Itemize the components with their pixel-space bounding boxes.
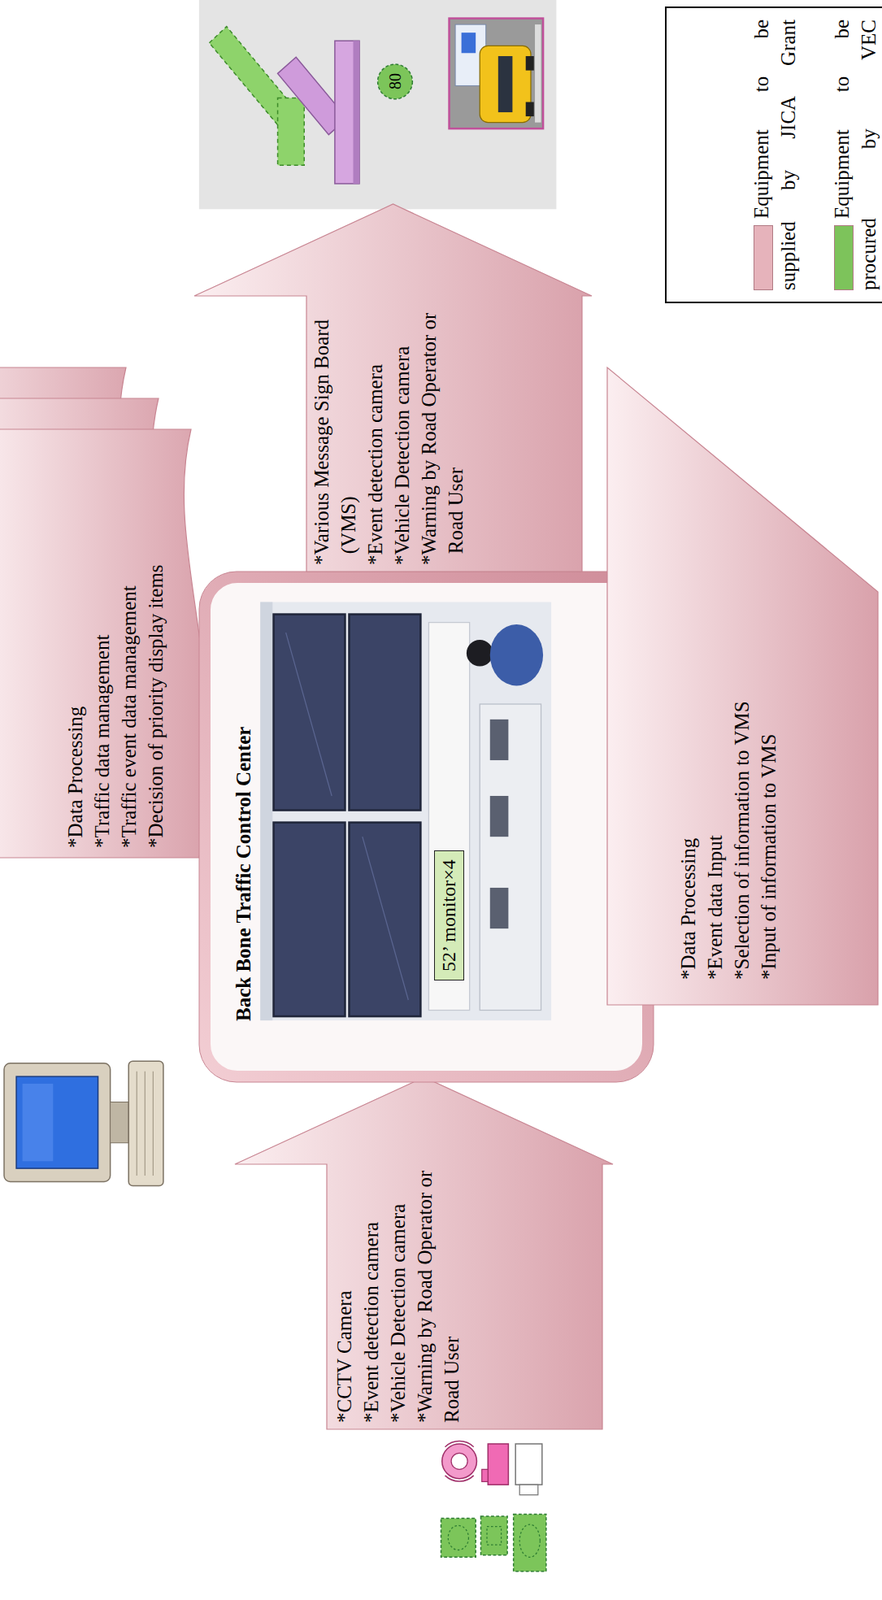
vms-illustration <box>199 0 557 209</box>
control-room-photo-part <box>348 614 421 811</box>
camera-icons-part <box>519 1524 540 1557</box>
control-room-photo <box>208 581 644 1071</box>
camera-icons-part <box>445 1441 474 1447</box>
camera-icons-part <box>445 1475 474 1482</box>
vms-illustration-part <box>199 0 557 209</box>
bullet-text: *Warning by Road Operator or Road User <box>415 276 470 565</box>
stacked-callout: *Data Processing*Traffic data management… <box>0 367 224 858</box>
control-room-photo-part <box>428 622 470 1011</box>
legend-swatch <box>834 225 854 291</box>
computer-icon-part <box>22 1083 54 1161</box>
camera-icons-part <box>487 1443 509 1485</box>
camera-icons-part <box>442 1443 478 1479</box>
bullet-text: *Various Message Sign Board (VMS) <box>308 276 362 565</box>
node-title: Back Bone Traffic Control Center <box>230 598 257 1022</box>
bullet-text: *Data Processing <box>674 597 702 980</box>
control-center-frame-outline <box>199 571 654 1082</box>
text-area: *Various Message Sign Board (VMS)*Event … <box>308 276 470 565</box>
control-room-photo-part <box>286 632 333 796</box>
monitor-label: 52’ monitor×4 <box>434 850 465 981</box>
block-arrow: *Various Message Sign Board (VMS)*Event … <box>194 204 592 572</box>
control-room-photo-part <box>490 624 544 686</box>
speed-limit-value: 80 <box>382 65 409 98</box>
bullet-text: *Traffic event data management <box>115 425 143 848</box>
control-room-photo-part <box>479 703 541 1011</box>
bullet-text: *Decision of priority display items <box>142 425 170 848</box>
control-room-photo-part <box>260 602 552 1022</box>
control-room-photo-part <box>273 614 346 811</box>
bullet-text: *Vehicle Detection camera <box>384 1129 412 1423</box>
bullet-text: *Event data Input <box>701 597 729 980</box>
bullet-text: *Selection of information to VMS <box>728 597 756 980</box>
computer-icon-part <box>152 1071 154 1176</box>
camera-icons-part <box>486 1526 502 1546</box>
taxi-photo-part <box>498 56 513 113</box>
bullet-text: *Event detection camera <box>357 1129 385 1423</box>
taxi-photo-part <box>534 24 542 122</box>
taxi-photo <box>449 18 544 130</box>
control-room-photo-part <box>490 795 509 837</box>
camera-icons-part <box>441 1518 477 1558</box>
text-area: *CCTV Camera*Event detection camera*Vehi… <box>330 1129 465 1423</box>
bullet-text: *Input of information to VMS <box>755 597 783 980</box>
computer-icon-part <box>136 1071 138 1176</box>
camera-icons <box>441 1441 547 1572</box>
computer-icon <box>4 1060 164 1186</box>
arrow-outline <box>194 204 592 572</box>
bullet-text: *CCTV Camera <box>330 1129 358 1423</box>
camera-icons-part <box>480 1516 508 1556</box>
control-room-photo-part <box>273 822 346 1017</box>
vms-illustration-part <box>353 40 361 184</box>
camera-icons-part <box>447 1525 469 1550</box>
arrow-outline <box>234 1077 613 1430</box>
text-area: *Data Processing*Event data Input*Select… <box>674 597 783 980</box>
computer-icon-part <box>4 1063 111 1182</box>
vms-illustration-part <box>378 64 413 100</box>
camera-icons-part <box>513 1514 547 1572</box>
control-room-photo-part <box>348 822 421 1017</box>
text-area: *Data Processing*Traffic data management… <box>61 425 170 848</box>
frame-band <box>204 577 648 1077</box>
vms-illustration-part <box>334 40 360 184</box>
legend-entry: Equipment to be procured by VEC <box>828 19 882 291</box>
computer-icon-part <box>144 1071 146 1176</box>
control-room-photo-part <box>208 581 644 1071</box>
camera-icons-part <box>519 1484 539 1495</box>
legend-box: Equipment to be supplied by JICA GrantEq… <box>664 6 882 304</box>
legend-swatch <box>753 225 774 291</box>
slanted-callout: *Data Processing*Event data Input*Select… <box>607 367 878 1005</box>
taxi-photo-part <box>449 18 544 130</box>
text-area: Back Bone Traffic Control Center <box>230 598 257 1022</box>
bullet-text: *Event detection camera <box>361 276 389 565</box>
vms-illustration-part <box>278 97 305 166</box>
callout-outline <box>607 367 878 1005</box>
camera-icons-part <box>482 1468 489 1482</box>
control-room-photo-part <box>260 602 273 1022</box>
camera-icons-part <box>451 1452 468 1469</box>
label-text: 52’ monitor×4 <box>435 859 463 972</box>
computer-icon-part <box>110 1102 130 1143</box>
taxi-photo-part <box>461 32 477 53</box>
block-arrow: *CCTV Camera*Event detection camera*Vehi… <box>234 1077 613 1430</box>
taxi-photo-part <box>525 56 535 71</box>
control-center-frame: Back Bone Traffic Control Center 52’ moni… <box>199 571 654 1082</box>
control-room-photo-part <box>466 639 494 667</box>
camera-icons-part <box>515 1443 543 1485</box>
taxi-photo-part <box>525 102 535 118</box>
bullet-text: *Warning by Road Operator or Road User <box>411 1129 465 1423</box>
control-room-photo-part <box>490 887 509 929</box>
legend-entry: Equipment to be supplied by JICA Grant <box>747 19 829 291</box>
taxi-photo-part <box>479 45 531 122</box>
control-room-photo-part <box>490 719 509 761</box>
bullet-text: *Vehicle Detection camera <box>388 276 416 565</box>
computer-icon-part <box>128 1060 164 1186</box>
bullet-text: *Traffic data management <box>88 425 116 848</box>
control-room-photo-part <box>362 836 409 1000</box>
frame-edge <box>199 571 654 1082</box>
bullet-text: *Data Processing <box>61 425 89 848</box>
computer-icon-part <box>16 1076 98 1169</box>
